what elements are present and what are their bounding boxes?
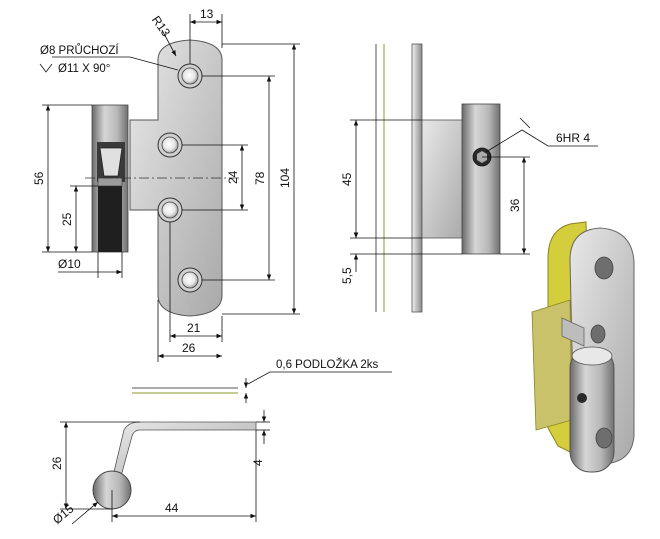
dim-26: 26 (182, 341, 196, 355)
hex-screw-side (99, 147, 123, 177)
callout-hole-thru: Ø8 PRŮCHOZÍ (40, 44, 119, 57)
dim-36: 36 (508, 198, 522, 212)
iso-knuckle (569, 347, 615, 473)
side-knuckle (461, 103, 501, 255)
dim-r13: R13 (149, 13, 173, 39)
dim-13: 13 (200, 7, 214, 21)
knuckle-lower-dark (98, 186, 122, 252)
dim-24: 24 (226, 170, 240, 184)
dim-21: 21 (187, 321, 201, 335)
dim-78: 78 (253, 171, 267, 185)
washer-view: 0,6 PODLOŽKA 2ks (132, 358, 392, 403)
iso-hole-bottom (595, 427, 613, 449)
dim-104: 104 (278, 168, 292, 188)
dim-d10: Ø10 (58, 257, 81, 271)
dim-26-top: 26 (50, 456, 64, 470)
dim-45: 45 (340, 172, 354, 186)
dim-56: 56 (32, 171, 46, 185)
dim-25: 25 (60, 212, 74, 226)
top-leaf (111, 421, 257, 481)
callout-countersink: Ø11 X 90° (58, 63, 110, 75)
mounting-hole-top (177, 63, 203, 89)
iso-hole-mid (590, 324, 606, 344)
mounting-hole-bottom (177, 267, 203, 293)
front-view: 13 R13 Ø8 PRŮCHOZÍ Ø11 X 90° 104 78 24 5… (32, 7, 300, 362)
callout-hex: 6HR 4 (556, 131, 590, 145)
top-view: 26 4 44 Ø15 (50, 410, 270, 527)
iso-hole-top (594, 256, 614, 280)
side-plate (411, 43, 423, 313)
mounting-hole-upper (157, 132, 183, 158)
iso-hex-screw (577, 393, 587, 403)
dim-44: 44 (165, 501, 179, 515)
side-leaf (421, 119, 465, 239)
isometric-view (531, 221, 635, 473)
callout-washer: 0,6 PODLOŽKA 2ks (276, 358, 379, 371)
dim-5-5: 5,5 (340, 267, 354, 284)
side-view: 6HR 4 45 5,5 36 (340, 43, 598, 313)
dim-4: 4 (251, 459, 265, 466)
mounting-hole-lower (157, 197, 183, 223)
